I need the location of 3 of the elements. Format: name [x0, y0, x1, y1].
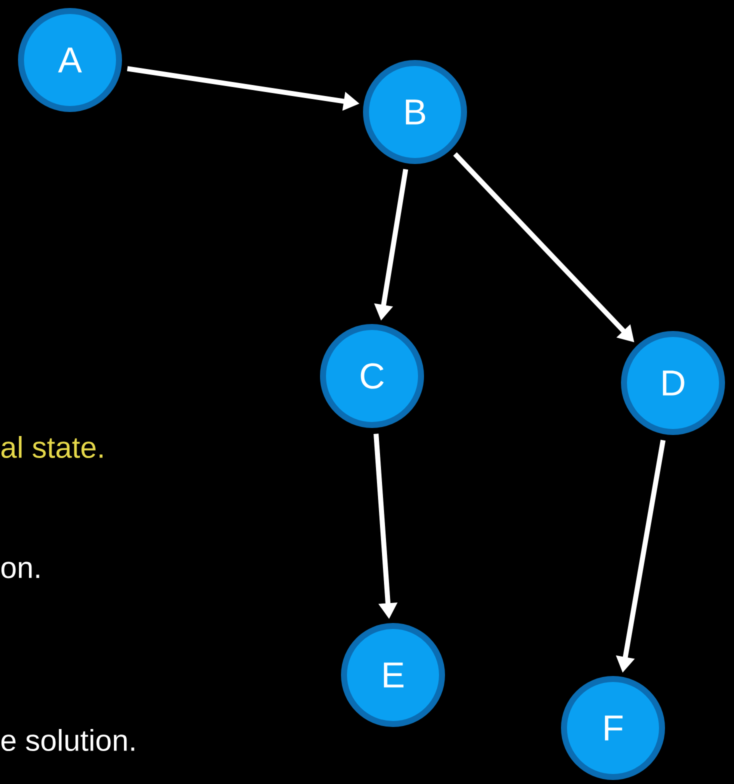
text-fragment: on. [1, 562, 40, 578]
text-fragment: al state. [1, 436, 102, 458]
text-fragment: e solution. [1, 729, 134, 752]
